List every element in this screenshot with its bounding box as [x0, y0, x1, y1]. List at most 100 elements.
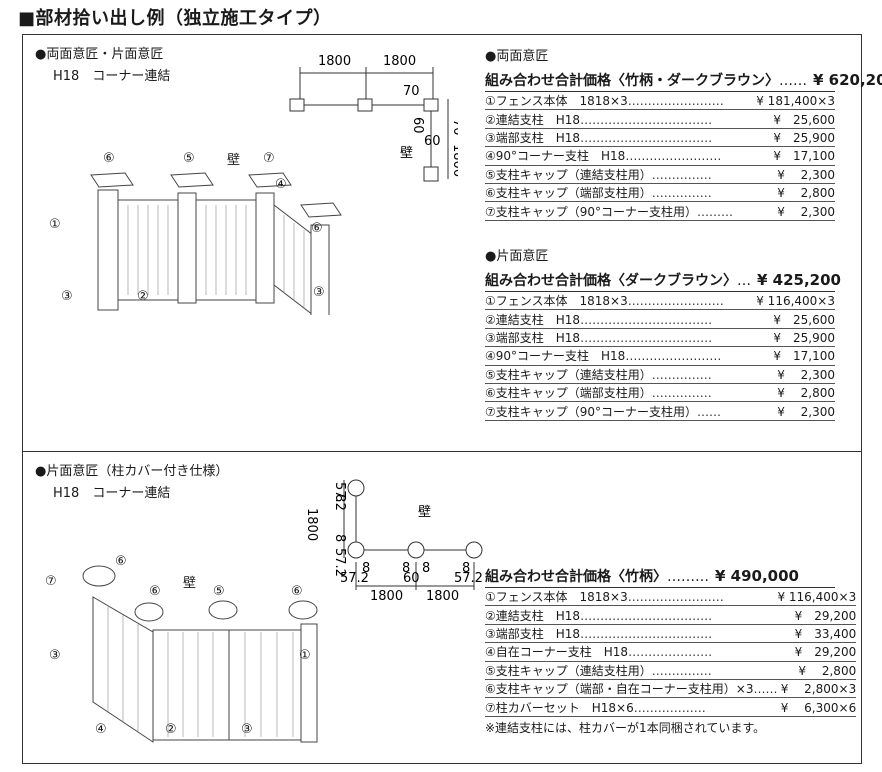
- item-name: ③端部支柱 H18: [485, 130, 581, 145]
- dim-70-b: 70: [450, 119, 458, 136]
- callout-6-a: ⑥: [103, 151, 115, 166]
- item-name: ⑥支柱キャップ（端部支柱用）: [485, 186, 652, 201]
- item-dots: ……………………: [627, 294, 724, 309]
- item-dots: ……………………………: [580, 608, 713, 623]
- h-1800-b: 1800: [426, 589, 459, 604]
- price-row-label-cell: ⑥支柱キャップ（端部・自在コーナー支柱用）×3……: [485, 679, 778, 699]
- item-price: ¥ 33,400: [777, 624, 857, 644]
- item-dots: …………………: [628, 645, 713, 660]
- price-row: ⑥支柱キャップ（端部支柱用）……………¥ 2,800: [485, 383, 835, 403]
- price-row-label-cell: ①フェンス本体 1818×3……………………: [485, 292, 749, 311]
- callout-7: ⑦: [263, 151, 275, 166]
- item-dots: ……………: [651, 367, 712, 382]
- price-row: ④90°コーナー支柱 H18……………………¥ 17,100: [485, 146, 835, 166]
- item-name: ⑦支柱キャップ（90°コーナー支柱用）: [485, 404, 698, 419]
- callout-6-b: ⑥: [311, 221, 323, 236]
- plan2-wall-label: 壁: [418, 505, 431, 520]
- dim-1800-b: 1800: [383, 54, 416, 69]
- single-total-price: ¥ 425,200: [757, 271, 841, 289]
- plan-diagram-1: 1800 1800 70 70 60 60 1800 壁: [289, 54, 458, 182]
- cover-total-price: ¥ 490,000: [715, 567, 799, 585]
- section-cover: ●片面意匠（柱カバー付き仕様） H18 コーナー連結 57.2 8 1800 8…: [22, 452, 862, 764]
- price-row-label-cell: ⑦柱カバーセット H18×6………………: [485, 697, 778, 717]
- price-row-label-cell: ⑤支柱キャップ（連結支柱用）……………: [485, 365, 749, 384]
- item-name: ⑤支柱キャップ（連結支柱用）: [485, 367, 652, 382]
- item-price: ¥ 181,400×3: [750, 92, 835, 111]
- price-row: ⑥支柱キャップ（端部支柱用）…………… ¥ 2,800: [485, 183, 835, 203]
- price-row-label-cell: ④90°コーナー支柱 H18……………………: [485, 146, 751, 166]
- item-price: ¥ 6,300×6: [777, 697, 857, 717]
- item-name: ⑦柱カバーセット H18×6: [485, 700, 634, 715]
- item-name: ②連結支柱 H18: [485, 312, 581, 327]
- double-total-price: ¥ 620,200: [813, 71, 882, 89]
- h-8-b: 8: [402, 561, 410, 576]
- callout-4: ④: [275, 177, 287, 192]
- item-dots: ……………: [651, 186, 712, 201]
- callout2-6-c: ⑥: [291, 584, 303, 599]
- dim-1800-v: 1800: [450, 144, 458, 177]
- price-row-label-cell: ③端部支柱 H18……………………………: [485, 328, 749, 348]
- price-row: ④自在コーナー支柱 H18…………………¥ 29,200: [485, 642, 857, 662]
- section1-label: ●両面意匠・片面意匠: [35, 47, 164, 62]
- item-name: ②連結支柱 H18: [485, 112, 581, 127]
- item-price: ¥ 25,600: [748, 309, 835, 329]
- h-60: 60: [403, 571, 420, 586]
- double-total-row: 組み合わせ合計価格〈竹柄・ダークブラウン〉……¥ 620,200: [485, 70, 882, 92]
- item-dots: ……: [697, 404, 722, 419]
- section-double-single: ●両面意匠・片面意匠 H18 コーナー連結 1800 1800 70 70 60…: [22, 34, 882, 452]
- item-dots: ………: [697, 204, 734, 219]
- item-price: ¥ 2,300: [750, 201, 835, 221]
- price-row-label-cell: ⑦支柱キャップ（90°コーナー支柱用）……: [485, 401, 749, 421]
- item-price: ¥ 2,800: [750, 183, 835, 203]
- price-block-single: ●片面意匠 組み合わせ合計価格〈ダークブラウン〉…¥ 425,200 ①フェンス…: [485, 245, 841, 421]
- h-57-2-a: 57.2: [340, 571, 369, 586]
- price-row: ①フェンス本体 1818×3……………………¥ 116,400×3: [485, 292, 835, 311]
- h-1800-a: 1800: [370, 589, 403, 604]
- item-dots: ……………………………: [580, 112, 713, 127]
- callout-2: ②: [137, 289, 149, 304]
- section2-sublabel: H18 コーナー連結: [53, 486, 171, 501]
- price-row: ③端部支柱 H18……………………………¥ 33,400: [485, 624, 857, 644]
- fence-illustration-2: [82, 565, 318, 743]
- single-total-label: 組み合わせ合計価格〈ダークブラウン〉: [485, 273, 737, 289]
- cover-total-row: 組み合わせ合計価格〈竹柄〉………¥ 490,000: [485, 566, 835, 588]
- item-price: ¥ 25,900: [748, 328, 835, 348]
- item-dots: ……………………: [627, 590, 724, 605]
- callout2-7: ⑦: [45, 574, 57, 589]
- item-name: ①フェンス本体 1818×3: [485, 590, 628, 605]
- price-row: ④90°コーナー支柱 H18……………………¥ 17,100: [485, 346, 835, 366]
- item-dots: ……………………: [625, 349, 722, 364]
- price-row: ③端部支柱 H18……………………………¥ 25,900: [485, 328, 835, 348]
- callout2-3-a: ③: [49, 648, 61, 663]
- price-row: ⑦柱カバーセット H18×6………………¥ 6,300×6: [485, 697, 857, 717]
- callout-3-b: ③: [313, 285, 325, 300]
- price-row: ②連結支柱 H18……………………………¥ 25,600: [485, 309, 835, 329]
- h-8-c: 8: [422, 561, 430, 576]
- callout2-5: ⑤: [213, 584, 225, 599]
- price-row: ⑦支柱キャップ（90°コーナー支柱用）……¥ 2,300: [485, 401, 835, 421]
- callout-1: ①: [49, 217, 61, 232]
- page-title: ■部材拾い出し例（独立施工タイプ）: [18, 8, 332, 29]
- price-row-label-cell: ②連結支柱 H18……………………………: [485, 309, 749, 329]
- price-row: ⑤支柱キャップ（連結支柱用）……………¥ 2,300: [485, 165, 835, 184]
- item-price: ¥ 2,300: [748, 401, 835, 421]
- price-row-label-cell: ④90°コーナー支柱 H18……………………: [485, 346, 749, 366]
- item-price: ¥ 25,600: [750, 109, 835, 129]
- item-price: ¥ 17,100: [748, 346, 835, 366]
- price-row-label-cell: ⑤支柱キャップ（連結支柱用）……………: [485, 661, 778, 680]
- item-price: ¥ 116,400×3: [748, 292, 835, 311]
- callout2-2: ②: [165, 722, 177, 737]
- item-dots: ……: [753, 682, 778, 697]
- item-name: ⑥支柱キャップ（端部支柱用）: [485, 386, 652, 401]
- item-dots: ……………: [651, 386, 712, 401]
- v-57-2-top: 57.2: [332, 482, 347, 511]
- item-price: ¥ 2,800×3: [777, 679, 857, 699]
- callout2-6-a: ⑥: [115, 554, 127, 569]
- price-row: ①フェンス本体 1818×3……………………¥ 181,400×3: [485, 92, 835, 111]
- item-dots: ……………: [651, 663, 712, 678]
- item-name: ③端部支柱 H18: [485, 626, 581, 641]
- callout2-6-b: ⑥: [149, 584, 161, 599]
